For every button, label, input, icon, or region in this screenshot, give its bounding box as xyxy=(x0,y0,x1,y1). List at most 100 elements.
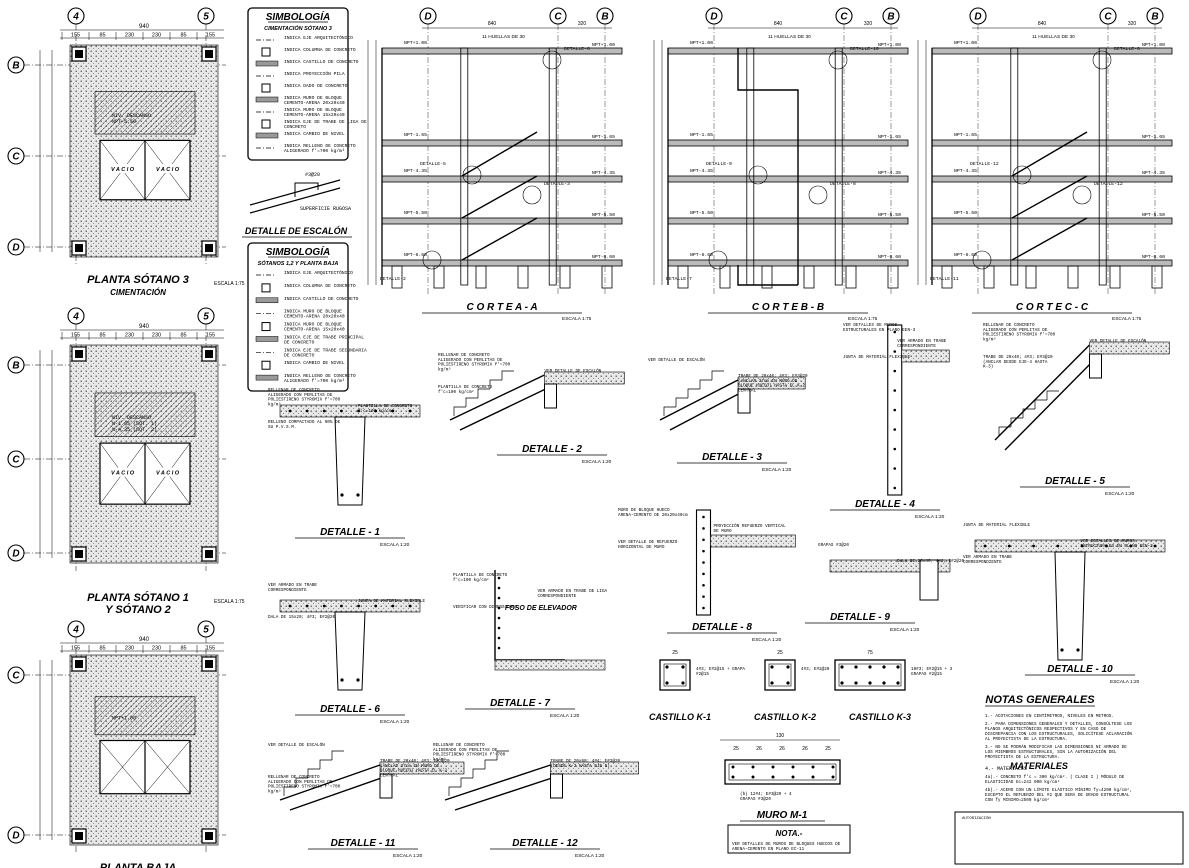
beam-section xyxy=(379,773,393,799)
detail-scale: ESCALA 1:20 xyxy=(575,853,605,859)
void-cross xyxy=(144,740,191,794)
axis-top-5-text: 5 xyxy=(203,625,209,636)
level-note: NIV. DESCANSO xyxy=(112,415,151,421)
rebar-dot xyxy=(1056,544,1060,548)
vacio-label: V A C I O xyxy=(111,471,135,477)
detail-note: ESTRUCTURALES EN PLANO EEN-3 xyxy=(1081,544,1154,549)
detail-scale: ESCALA 1:20 xyxy=(890,627,920,633)
symbol-item-label: CEMENTO-ARENA 15x20x40 xyxy=(284,327,345,333)
rebar-dot xyxy=(1129,544,1133,548)
vacio-bg xyxy=(108,164,138,174)
axis-left-B-text: B xyxy=(12,361,19,372)
stair-step xyxy=(453,406,466,416)
corte-title: C O R T E A - A xyxy=(466,302,537,313)
elevator-pit xyxy=(737,265,798,286)
symbol-item-label: INDICA EJE DE TRABE PRINCIPAL xyxy=(284,334,364,340)
symbol-item-label: INDICA CASTILLO DE CONCRETO xyxy=(284,59,359,65)
level-note: NPT+1.00 xyxy=(112,716,136,722)
muro-spec: GRAPAS #3@20 xyxy=(740,797,771,802)
detail-note: GRAPAS #3@20 xyxy=(818,543,849,548)
level-label: NPT-4.35 xyxy=(592,170,615,176)
castillo-dim: 25 xyxy=(672,650,678,656)
stirrup xyxy=(838,663,902,687)
nota-text: VER DETALLES DE MUROS DE BLOQUES HUECOS … xyxy=(732,842,841,847)
stair-step xyxy=(1034,399,1047,409)
landing-slab xyxy=(544,371,625,385)
void-cross xyxy=(99,740,146,794)
detail-note: VER ARMADO EN TRABE xyxy=(268,583,317,588)
plan-title: PLANTA SÓTANO 1 xyxy=(87,591,189,604)
level-label: NPT-5.50 xyxy=(690,210,713,216)
symbol-item-label: INDICA RELLENO DE CONCRETO xyxy=(284,373,356,379)
axis-left-D-text: D xyxy=(12,549,19,560)
column-core xyxy=(205,550,213,558)
symbol-item-label: ALIGERADO f'=700 kg/m³ xyxy=(284,378,345,384)
symbol-item-label: INDICA RELLENO DE CONCRETO xyxy=(284,143,356,149)
castillo-section xyxy=(764,659,796,691)
rebar-dot xyxy=(893,467,897,470)
pile xyxy=(601,265,613,289)
dim-total: 940 xyxy=(139,637,150,643)
slab-section xyxy=(710,534,796,548)
level-note: NIV. DESCANSO xyxy=(112,113,151,119)
rebar-dot xyxy=(322,409,326,413)
notas-item: DISCREPANCIA CON LOS ESTRUCTURALES, SOLI… xyxy=(985,732,1132,737)
corte-axis-text: C xyxy=(554,12,562,23)
detail-note: CORRESPONDIENTE xyxy=(538,594,577,599)
stair-step xyxy=(496,750,509,760)
stair-flight xyxy=(461,131,538,177)
detail-title: DETALLE - 12 xyxy=(512,838,578,849)
stair-step xyxy=(1046,390,1059,400)
vacio-label: V A C I O xyxy=(111,167,135,173)
stair-step xyxy=(663,406,676,416)
level-label: NPT+1.00 xyxy=(404,40,427,46)
notas-item: 4a).- CONCRETO f'c = 300 kg/cm². ( CLASE… xyxy=(985,774,1125,780)
level-label: NPT-5.50 xyxy=(878,212,901,218)
detail-note: VER ARMADO EN TRABE DE LIGA xyxy=(538,589,608,594)
slab xyxy=(667,139,909,147)
symbol-wall xyxy=(255,374,279,381)
pile xyxy=(941,265,953,289)
detail-scale: ESCALA 1:20 xyxy=(1110,679,1140,685)
level-label: NPT-5.50 xyxy=(1142,212,1165,218)
column-core xyxy=(205,50,213,58)
vacio-bg xyxy=(153,467,183,477)
detail-callout xyxy=(828,50,848,70)
detail-note: ALIGERADO CON PERLITAS DE xyxy=(438,358,503,363)
level-label: NPT-1.65 xyxy=(690,132,713,138)
stair-step xyxy=(501,370,514,380)
detail-note: RELLENO COMPACTADO AL 90% DE xyxy=(268,420,341,425)
detail-note: f'c=100 kg/cm² xyxy=(453,577,489,583)
stair-slab xyxy=(444,764,551,801)
rebar-dot xyxy=(1060,648,1064,652)
rebar-dot xyxy=(357,409,360,413)
level-label: NPT-4.35 xyxy=(1142,170,1165,176)
column-core xyxy=(205,350,213,358)
corte-axis-text: B xyxy=(1151,12,1158,23)
rebar-dot xyxy=(322,604,326,608)
detail-title: DETALLE - 11 xyxy=(331,838,396,849)
detail-note: VER ARMADO EN TRABE xyxy=(963,555,1012,560)
symbol-item-label: INDICA CAMBIO DE NIVEL xyxy=(284,360,345,366)
notas-item: LOS MIEMBROS ESTRUCTURALES, SIN LA AUTOR… xyxy=(985,750,1117,755)
level-label: NPT-6.60 xyxy=(592,254,615,260)
detail-note: SU P.V.S.M. xyxy=(268,425,296,430)
detail-note: ALIGERADO CON PERLITAS DE xyxy=(433,748,498,753)
rebar-dot xyxy=(391,409,395,413)
castillo-dim: 75 xyxy=(867,650,873,656)
stair-step xyxy=(699,379,712,389)
pile xyxy=(803,265,815,289)
detail-scale: ESCALA 1:20 xyxy=(752,637,782,643)
rebar-dot xyxy=(374,409,378,413)
level-label: NPT-4.35 xyxy=(690,168,713,174)
pile xyxy=(761,265,773,289)
detail-note: VER DETALLE DE ESCALÓN xyxy=(545,369,602,374)
plan-title: PLANTA BAJA xyxy=(100,862,176,868)
level-label: NPT+1.00 xyxy=(954,40,977,46)
detail-title: DETALLE - 10 xyxy=(1047,664,1113,675)
notas-item: PLANOS ARQUITECTÓNICOS RESPECTIVOS Y EN … xyxy=(985,727,1107,732)
